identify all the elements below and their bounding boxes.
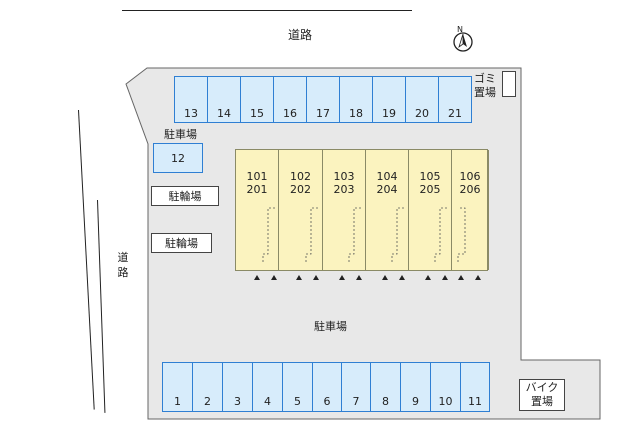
parking-slot: 12 bbox=[153, 143, 203, 173]
left-road-label: 道路 bbox=[117, 251, 129, 279]
entrance-arrow-icon bbox=[356, 275, 362, 280]
entrance-arrow-icon bbox=[271, 275, 277, 280]
parking-slot: 1 bbox=[162, 362, 193, 412]
parking-slot: 7 bbox=[341, 362, 371, 412]
motorbike-parking-box: バイク 置場 bbox=[519, 379, 565, 411]
compass-north-label: N bbox=[457, 25, 463, 34]
north-compass-icon bbox=[453, 32, 473, 52]
garbage-area-box bbox=[502, 71, 516, 97]
parking-slot: 9 bbox=[400, 362, 431, 412]
parking-slot: 18 bbox=[339, 76, 373, 123]
garbage-area-label-1: ゴミ bbox=[474, 72, 496, 85]
parking-slot: 8 bbox=[370, 362, 401, 412]
garbage-area-label-2: 置場 bbox=[474, 86, 496, 99]
parking-slot: 19 bbox=[372, 76, 406, 123]
entrance-arrow-icon bbox=[458, 275, 464, 280]
entrance-arrow-icon bbox=[339, 275, 345, 280]
parking-slot: 13 bbox=[174, 76, 208, 123]
top-road-label: 道路 bbox=[288, 28, 313, 42]
center-parking-label: 駐車場 bbox=[314, 320, 347, 333]
parking-slot: 3 bbox=[222, 362, 253, 412]
staircase-outlines bbox=[262, 207, 466, 262]
parking-slot: 16 bbox=[273, 76, 307, 123]
parking-slot: 6 bbox=[312, 362, 342, 412]
parking-slot: 14 bbox=[207, 76, 241, 123]
parking-slot: 10 bbox=[430, 362, 461, 412]
parking-slot: 5 bbox=[282, 362, 313, 412]
parking-slot: 2 bbox=[192, 362, 223, 412]
single-parking-label: 駐車場 bbox=[164, 128, 197, 141]
parking-slot: 20 bbox=[405, 76, 439, 123]
entrance-arrow-icon bbox=[313, 275, 319, 280]
parking-slot: 15 bbox=[240, 76, 274, 123]
parking-slot: 4 bbox=[252, 362, 283, 412]
entrance-arrow-icon bbox=[399, 275, 405, 280]
entrance-arrow-icon bbox=[254, 275, 260, 280]
parking-slot: 11 bbox=[460, 362, 490, 412]
bicycle-parking-box: 駐輪場 bbox=[151, 233, 212, 253]
parking-slot: 21 bbox=[438, 76, 472, 123]
parking-slot: 17 bbox=[306, 76, 340, 123]
bicycle-parking-box: 駐輪場 bbox=[151, 186, 219, 206]
entrance-arrow-icon bbox=[425, 275, 431, 280]
entrance-arrow-icon bbox=[382, 275, 388, 280]
entrance-arrow-icon bbox=[475, 275, 481, 280]
entrance-arrow-icon bbox=[296, 275, 302, 280]
entrance-arrow-icon bbox=[442, 275, 448, 280]
top-road-edge bbox=[122, 10, 412, 11]
